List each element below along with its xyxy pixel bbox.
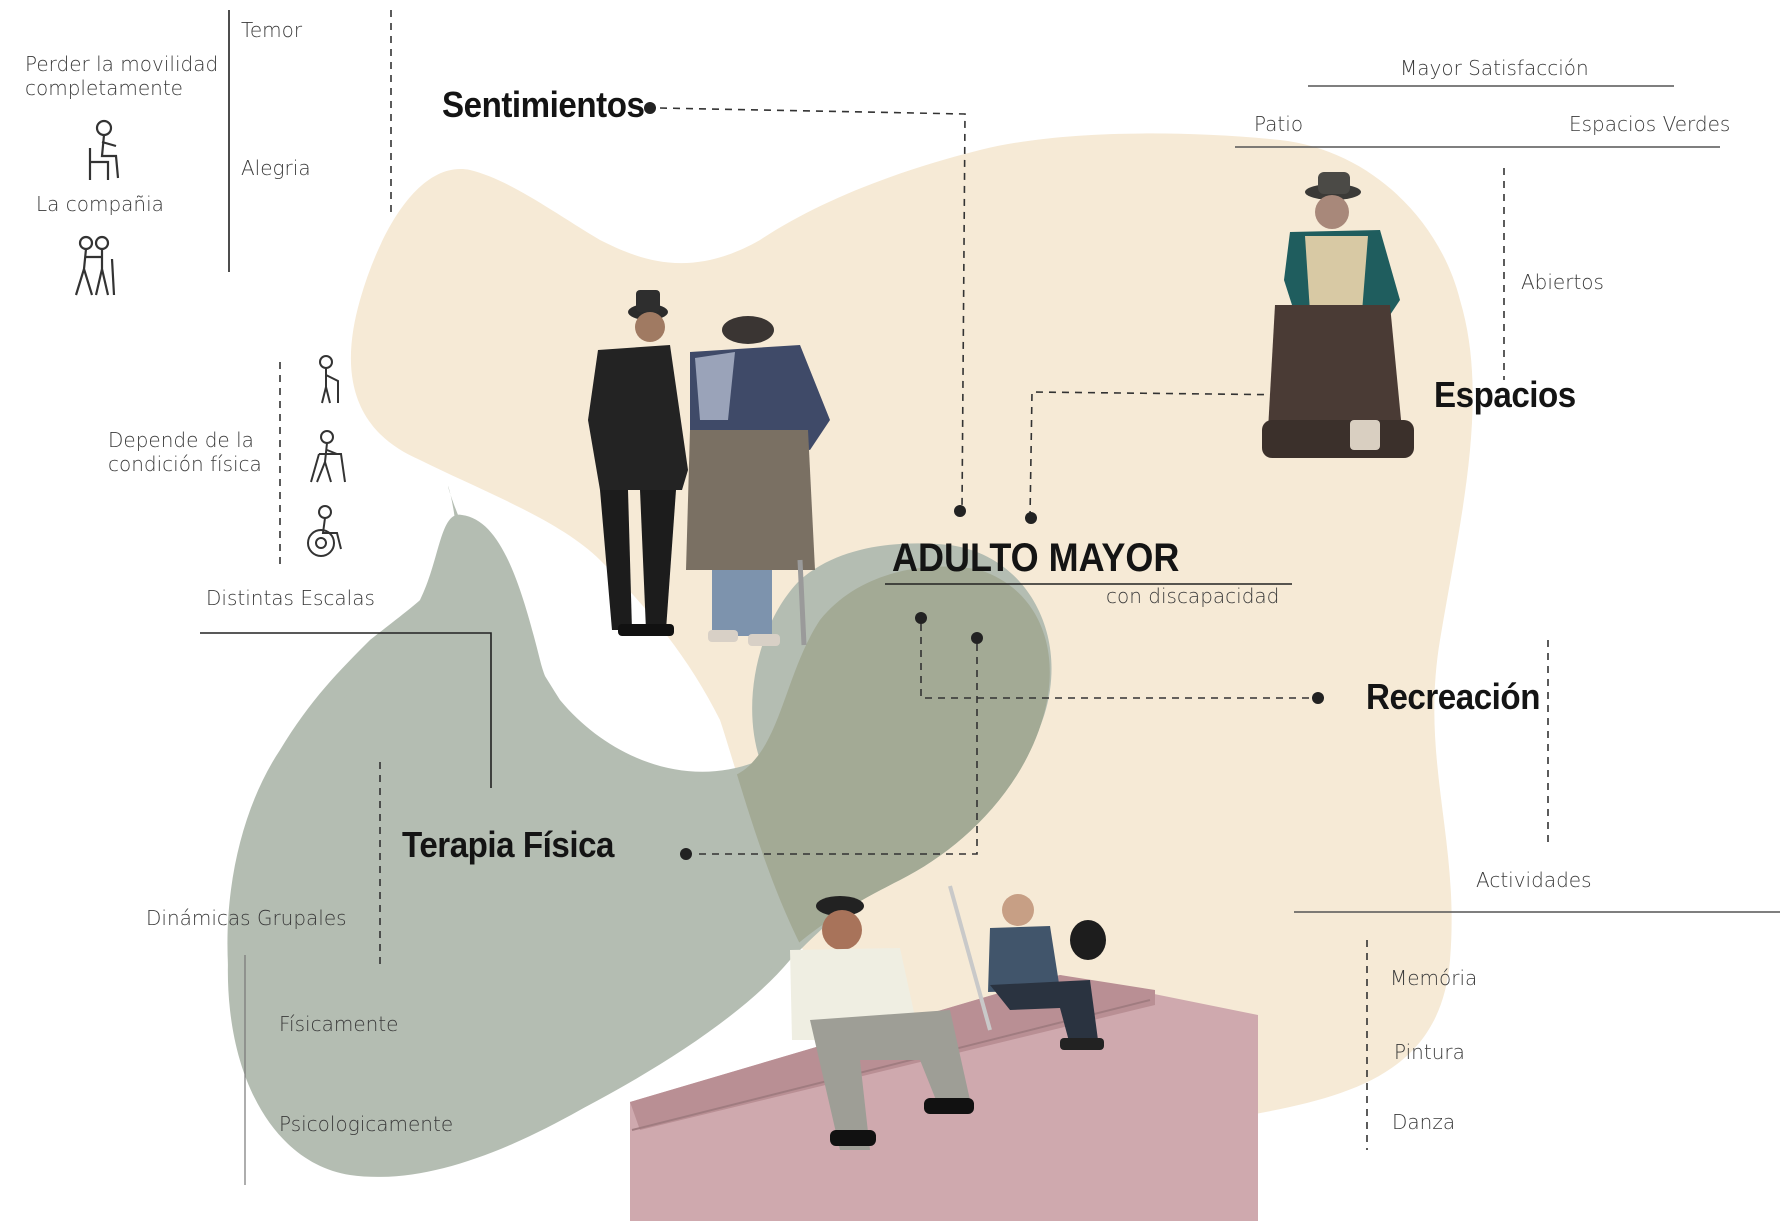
physical-label: Físicamente xyxy=(279,1012,399,1036)
mobility-label-line-1: Perder la movilidad xyxy=(25,52,219,76)
sentimientos-connector xyxy=(659,107,966,511)
center-subtitle: con discapacidad xyxy=(1106,584,1280,608)
activity-item: Danza xyxy=(1392,1110,1456,1134)
center-dot-2 xyxy=(1025,512,1037,524)
scales-bracket xyxy=(200,632,492,788)
depends-label-line-1: Depende de la xyxy=(108,428,254,452)
elderly-couple-walking-photo xyxy=(588,290,830,646)
sentimientos-heading: Sentimientos xyxy=(442,84,645,125)
joy-label: Alegria xyxy=(241,156,311,180)
recreacion-heading: Recreación xyxy=(1366,676,1540,717)
espacios-heading: Espacios xyxy=(1434,374,1576,415)
assisted-walking-icon xyxy=(74,235,116,296)
terapia-connector xyxy=(694,644,978,855)
open-label: Abiertos xyxy=(1521,270,1604,294)
fear-label: Temor xyxy=(241,18,303,42)
center-dot-4 xyxy=(971,632,983,644)
sentimientos-dot xyxy=(644,102,656,114)
psych-label: Psicologicamente xyxy=(279,1112,454,1136)
patio-label: Patio xyxy=(1254,112,1304,136)
company-label: La compañia xyxy=(36,192,164,216)
scales-label: Distintas Escalas xyxy=(206,586,375,610)
center-dot-1 xyxy=(954,505,966,517)
satisfaction-label: Mayor Satisfacción xyxy=(1400,56,1589,80)
activity-item: Memória xyxy=(1390,966,1478,990)
sitting-person-icon xyxy=(88,119,120,180)
men-on-steps-photo xyxy=(630,885,1258,1221)
green-spaces-label: Espacios Verdes xyxy=(1569,112,1731,136)
recreacion-dot xyxy=(1312,692,1324,704)
mobility-label-line-2: completamente xyxy=(25,76,183,100)
group-dynamics-label: Dinámicas Grupales xyxy=(146,906,347,930)
cane-walker-icon xyxy=(319,355,339,404)
terapia-dot xyxy=(680,848,692,860)
terapia-heading: Terapia Física xyxy=(402,824,615,865)
depends-label-line-2: condición física xyxy=(108,452,262,476)
activities-label: Actividades xyxy=(1476,868,1592,892)
activity-item: Pintura xyxy=(1394,1040,1465,1064)
center-dot-3 xyxy=(915,612,927,624)
walker-frame-icon xyxy=(310,430,346,483)
center-title: ADULTO MAYOR xyxy=(892,536,1180,580)
wheelchair-icon xyxy=(307,505,342,557)
seated-woman-photo xyxy=(1262,172,1414,458)
